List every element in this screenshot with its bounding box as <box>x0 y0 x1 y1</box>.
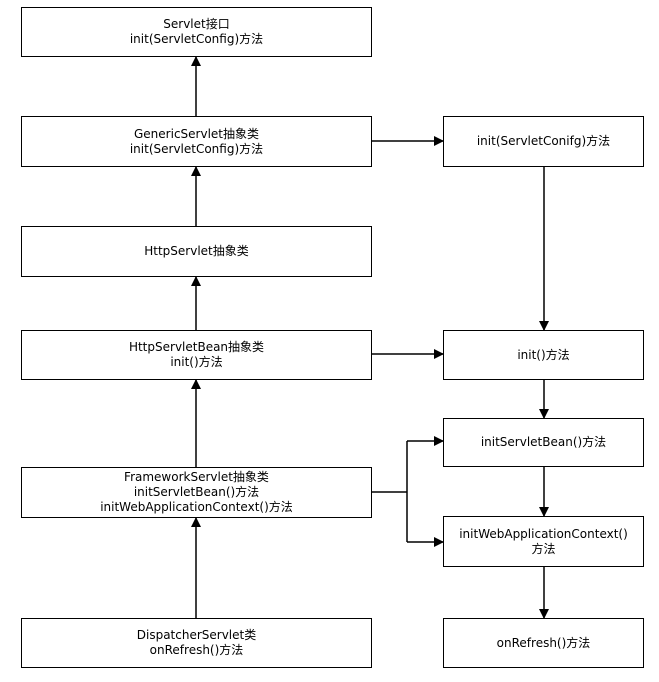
node-label: HttpServletBean抽象类 <box>128 340 265 354</box>
http-servlet-node: HttpServlet抽象类 <box>21 226 372 277</box>
node-label: initWebApplicationContext() <box>459 526 628 541</box>
on-refresh-node: onRefresh()方法 <box>443 618 644 668</box>
node-label: init()方法 <box>170 355 223 369</box>
init-servlet-bean-node: initServletBean()方法 <box>443 418 644 467</box>
framework-servlet-node: FrameworkServlet抽象类 initServletBean()方法 … <box>21 467 372 518</box>
node-label: initServletBean()方法 <box>480 435 607 449</box>
generic-servlet-node: GenericServlet抽象类 init(ServletConfig)方法 <box>21 116 372 167</box>
node-label: onRefresh()方法 <box>149 643 244 657</box>
init-servlet-config-node: init(ServletConifg)方法 <box>443 116 644 167</box>
http-servlet-bean-node: HttpServletBean抽象类 init()方法 <box>21 330 372 380</box>
node-label: init(ServletConfig)方法 <box>129 141 264 156</box>
node-label: 方法 <box>531 541 556 556</box>
node-label: DispatcherServlet类 <box>136 628 257 642</box>
node-label: init()方法 <box>517 347 570 362</box>
dispatcher-servlet-node: DispatcherServlet类 onRefresh()方法 <box>21 618 372 668</box>
init-web-app-context-node: initWebApplicationContext() 方法 <box>443 516 644 567</box>
node-label: initServletBean()方法 <box>133 485 260 499</box>
node-label: init(ServletConfig)方法 <box>129 32 264 46</box>
node-label: initWebApplicationContext()方法 <box>100 500 293 514</box>
node-label: Servlet接口 <box>163 17 230 31</box>
node-label: onRefresh()方法 <box>496 635 591 650</box>
servlet-interface-node: Servlet接口 init(ServletConfig)方法 <box>21 7 372 57</box>
node-label: FrameworkServlet抽象类 <box>124 470 269 484</box>
node-label: init(ServletConifg)方法 <box>476 134 611 148</box>
node-label: HttpServlet抽象类 <box>144 244 249 258</box>
init-method-node: init()方法 <box>443 330 644 380</box>
node-label: GenericServlet抽象类 <box>134 126 259 141</box>
